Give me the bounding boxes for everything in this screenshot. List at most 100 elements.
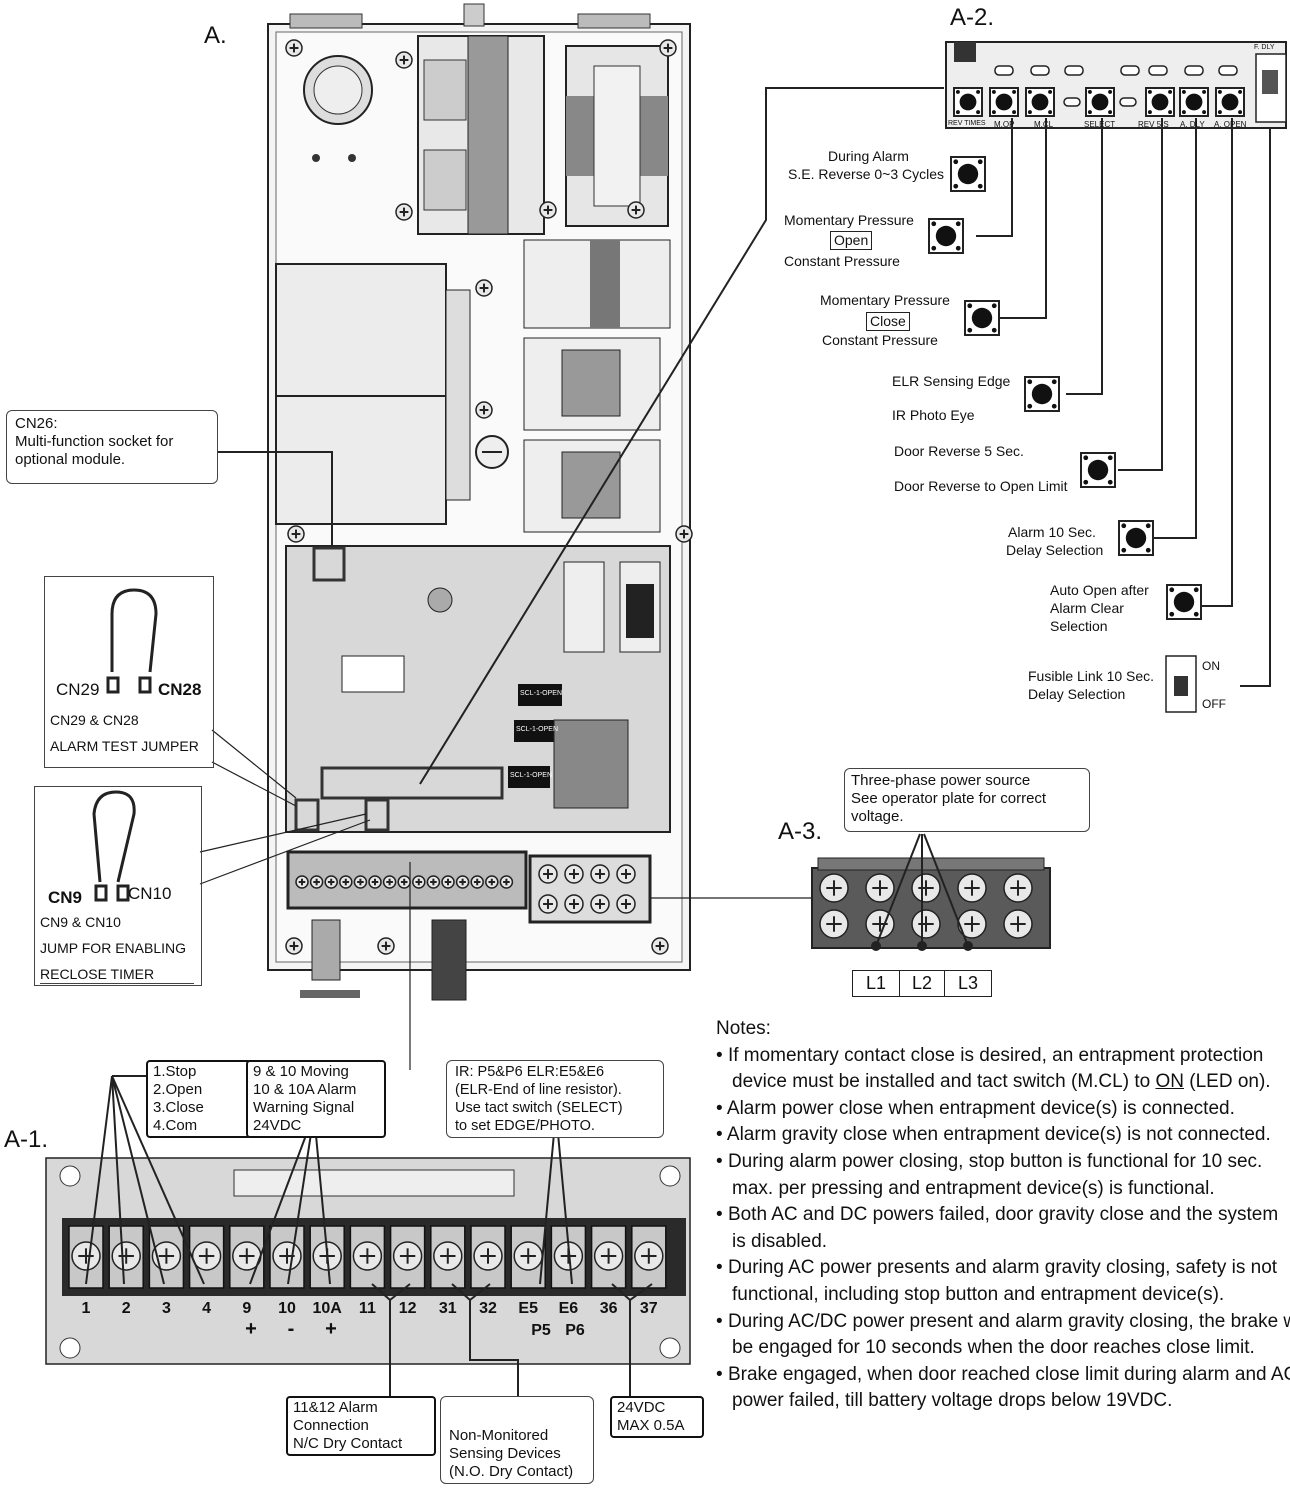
section-a1-label: A-1. [4,1126,49,1153]
alarm-test-jumper-panel [44,576,214,768]
a2-tact-button [1145,87,1175,117]
a2-led [1120,65,1140,76]
nonmon-3: (N.O. Dry Contact) [449,1463,574,1480]
terminal-label-2: 2 [121,1300,131,1317]
a2-tact-button [1179,87,1209,117]
aopen-label-2: Alarm Clear [1050,600,1124,616]
power-line-1: Three-phase power source [851,772,1031,789]
rev-times-label: REV TIMES [948,120,986,127]
reclose-caption-3: RECLOSE TIMER [40,966,195,984]
strip-screw [382,875,397,889]
enclosure-terminal-strip-screws [295,864,636,914]
strip-screw [353,875,368,889]
enclosure-screw [285,39,303,57]
edge-photo-callout: IR: P5&P6 ELR:E5&E6 (ELR-End of line res… [446,1060,664,1138]
moving-line-1: 9 & 10 Moving [253,1063,349,1080]
aopen-label-1: Auto Open after [1050,582,1149,598]
enclosure-screw [675,525,693,543]
a2-tact-buttons [953,87,1245,117]
a1-terminal-screw [473,1241,503,1271]
mop-label-1: Momentary Pressure [784,212,914,228]
alarm-jumper-caption-2: ALARM TEST JUMPER [50,738,199,754]
fusible-link-slider [1165,655,1197,713]
fdly-label-2: Delay Selection [1028,686,1126,702]
terminal-label-36: 36 [599,1300,618,1317]
a1-terminal-screw [433,1241,463,1271]
enclosure-screws [285,39,693,955]
strip-screw [441,875,455,889]
legend-tact-switch [1024,376,1060,412]
a1-terminal-screw [634,1241,664,1271]
a2-led [994,65,1014,76]
mcl-label-3: Constant Pressure [822,332,938,348]
nonmon-2: Sensing Devices [449,1445,561,1462]
legend-tact-switch [1080,452,1116,488]
cn28-label: CN28 [158,680,202,699]
a2-led-row [994,65,1238,107]
a1-terminal-screw [593,1241,624,1271]
enclosure-screw [539,201,557,219]
aopen-label-3: Selection [1050,618,1108,634]
strip-screw [470,875,484,889]
enclosure-screw [475,279,493,297]
adly-label-2: Delay Selection [1006,542,1104,558]
enclosure-screw [395,203,413,221]
a2-tact-button [1215,87,1245,117]
mains-screw [538,894,558,914]
power-terminal-screws [819,873,1033,939]
aopen-label: A. OPEN [1214,120,1247,129]
ir-line-4: to set EDGE/PHOTO. [455,1118,595,1134]
reclose-jumper-panel [34,786,202,986]
enclosure-screw [627,201,645,219]
alarm-conn-2: Connection [293,1417,369,1434]
legend-tact-switch [928,218,964,254]
a2-legend-switches [928,156,1202,620]
mains-screw [564,864,584,884]
terminal-label-e5: E5 [518,1300,538,1317]
a1-leader-lines [85,1075,653,1410]
moving-line-3: Warning Signal [253,1099,355,1116]
note-8: • Brake engaged, when door reached close… [716,1363,1290,1412]
strip-screw [368,875,382,889]
legend-tact-switch [964,300,1000,336]
strip-screw [499,875,514,889]
section-a2-label: A-2. [950,4,995,31]
reclose-jumper-drawing [92,790,136,902]
strip-screw [412,875,426,889]
pcb-chip-label-3: SCL-1-OPEN [510,772,553,779]
adly-label: A. DLY [1180,120,1205,129]
a1-terminal-screw [272,1241,302,1271]
ir-line-1: IR: P5&P6 ELR:E5&E6 [455,1064,605,1080]
mop-label-3: Constant Pressure [784,253,900,269]
power-screw [865,873,895,903]
pcb-chip-label-2: SCL-1-OPEN [516,726,559,733]
a1-terminal-screw [513,1241,543,1271]
reclose-caption-2: JUMP FOR ENABLING [40,940,186,956]
fdly-on-label: ON [1202,659,1220,673]
strip-screw [324,875,338,889]
power-screw [1003,873,1033,903]
a2-led [1119,97,1137,107]
rev5-label-2: Door Reverse to Open Limit [894,478,1068,494]
a1-terminal-screw [232,1241,262,1271]
alarm-conn-3: N/C Dry Contact [293,1435,403,1452]
control-input-callout: 1.Stop 2.Open 3.Close 4.Com [146,1060,252,1138]
alarm-jumper-caption-1: CN29 & CN28 [50,712,139,728]
terminal-label-4: 4 [202,1300,212,1317]
section-a-label: A. [204,22,227,49]
vdc-1: 24VDC [617,1399,666,1416]
moving-line-4: 24VDC [253,1117,302,1134]
stop-item: 1.Stop [153,1063,197,1080]
strip-screw [455,875,470,889]
strip-screw [295,875,309,889]
a1-terminal-screw [71,1241,101,1271]
enclosure-screw [651,937,669,955]
power-screw [1003,909,1033,939]
nonmon-1: Non-Monitored [449,1427,549,1444]
phase-l1: L1 [853,971,900,996]
t10a-polarity: + [325,1318,337,1340]
t10-polarity: - [287,1318,295,1340]
terminal-label-12: 12 [398,1300,417,1317]
phase-l3: L3 [957,973,979,993]
strip-screw [397,875,411,889]
